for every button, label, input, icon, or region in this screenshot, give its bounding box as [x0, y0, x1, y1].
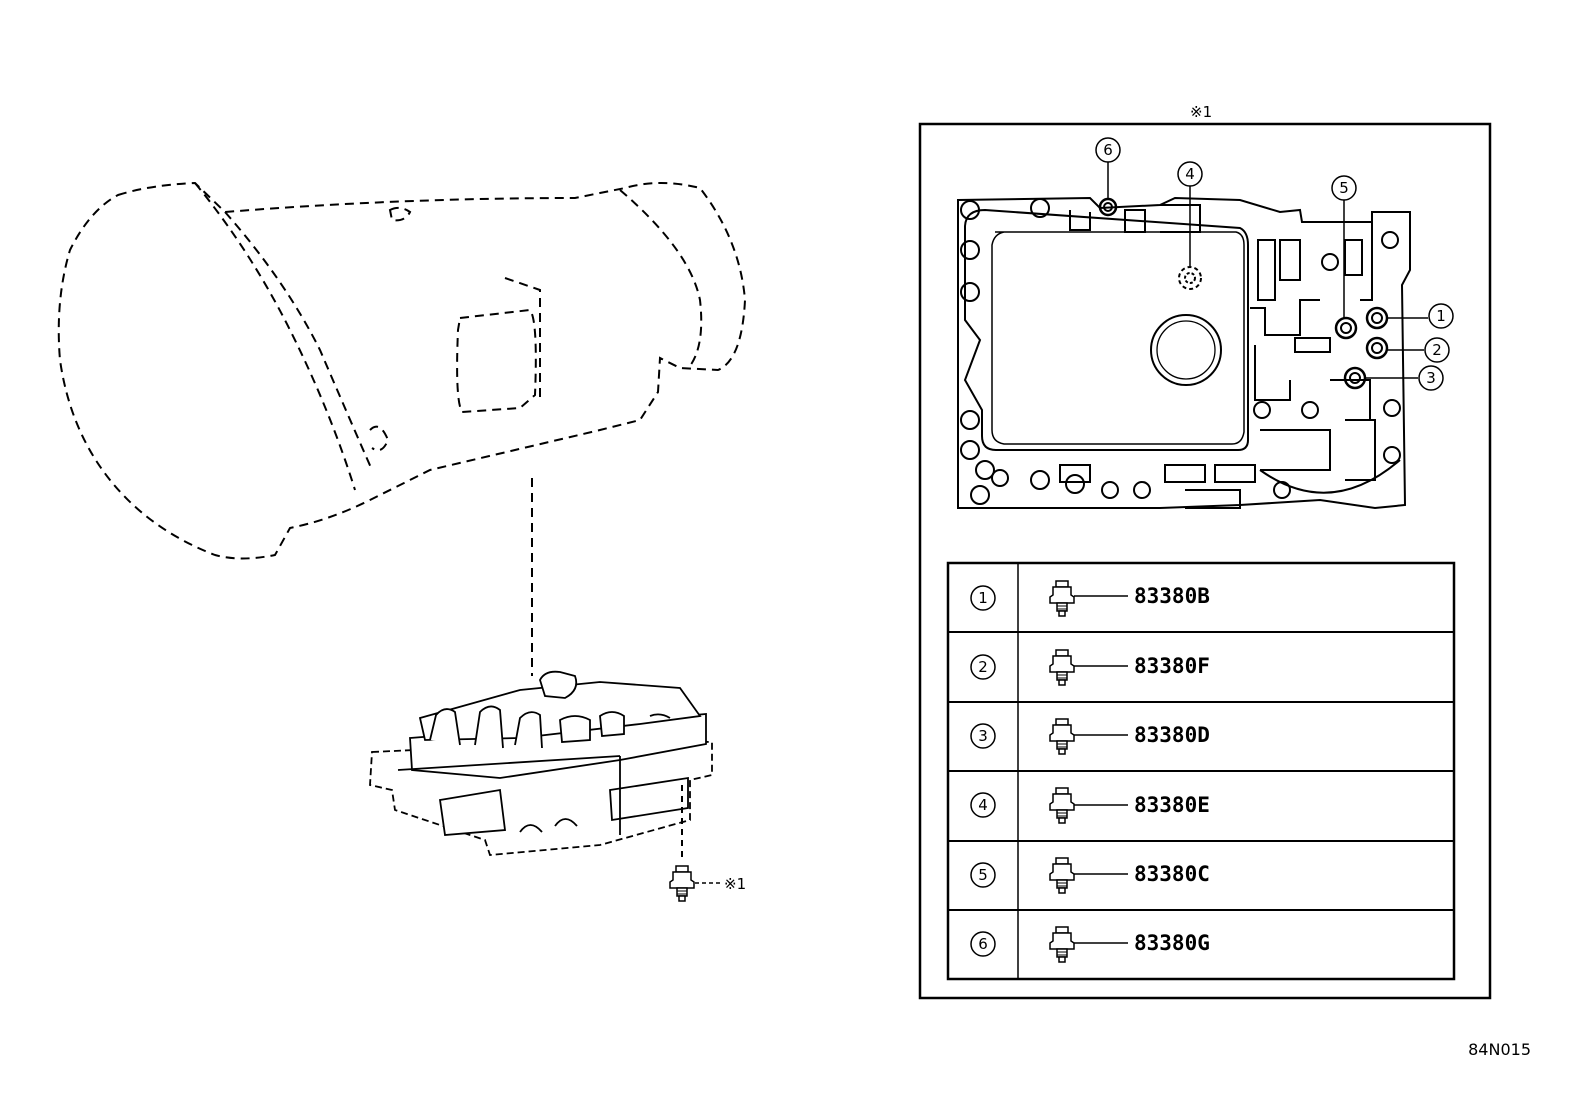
sensor-mark-label: ※1	[724, 875, 746, 893]
svg-text:83380G: 83380G	[1134, 931, 1210, 955]
svg-text:3: 3	[978, 727, 988, 745]
callouts: 6 4 5 1 2 3	[1095, 137, 1454, 391]
callout-leaders	[1107, 162, 1428, 379]
detail-mark-label: ※1	[1190, 103, 1212, 121]
sensor-icon	[1049, 649, 1075, 686]
svg-text:1: 1	[1436, 307, 1446, 325]
svg-text:1: 1	[978, 589, 988, 607]
svg-text:83380B: 83380B	[1134, 584, 1210, 608]
sensor-icon	[1049, 580, 1075, 617]
valve-body-top-view	[957, 196, 1411, 510]
callout-2: 2	[1424, 337, 1450, 363]
diagram-code: 84N015	[1468, 1040, 1531, 1059]
svg-text:4: 4	[978, 796, 988, 814]
detail-frame	[918, 122, 1492, 1000]
table-row: 1 83380B	[970, 580, 1210, 617]
valve-body-illustration	[369, 670, 713, 856]
callout-5: 5	[1331, 175, 1357, 201]
svg-text:83380F: 83380F	[1134, 654, 1210, 678]
svg-text:2: 2	[978, 658, 988, 676]
callout-1: 1	[1428, 303, 1454, 329]
sensor-icon	[1049, 787, 1075, 824]
table-row: 3 83380D	[970, 718, 1210, 755]
transmission-outline	[57, 181, 747, 676]
svg-text:83380E: 83380E	[1134, 793, 1210, 817]
svg-text:83380C: 83380C	[1134, 862, 1210, 886]
svg-text:5: 5	[1339, 179, 1349, 197]
sensor-icon	[1049, 718, 1075, 755]
svg-text:5: 5	[978, 866, 988, 884]
svg-text:3: 3	[1426, 369, 1436, 387]
svg-text:6: 6	[1103, 141, 1113, 159]
table-row: 6 83380G	[970, 926, 1210, 963]
parts-table: 1 83380B 2 83380F 3 83380D 4 83380E	[946, 561, 1456, 981]
table-row: 4 83380E	[970, 787, 1210, 824]
sensor-icon	[669, 865, 695, 902]
callout-4: 4	[1177, 161, 1203, 187]
svg-text:6: 6	[978, 935, 988, 953]
sensor-icon	[1049, 926, 1075, 963]
callout-6: 6	[1095, 137, 1121, 163]
callout-3: 3	[1418, 365, 1444, 391]
sensor-icon	[1049, 857, 1075, 894]
svg-text:2: 2	[1432, 341, 1442, 359]
table-row: 2 83380F	[970, 649, 1210, 686]
svg-text:83380D: 83380D	[1134, 723, 1210, 747]
svg-text:4: 4	[1185, 165, 1195, 183]
table-row: 5 83380C	[970, 857, 1210, 894]
